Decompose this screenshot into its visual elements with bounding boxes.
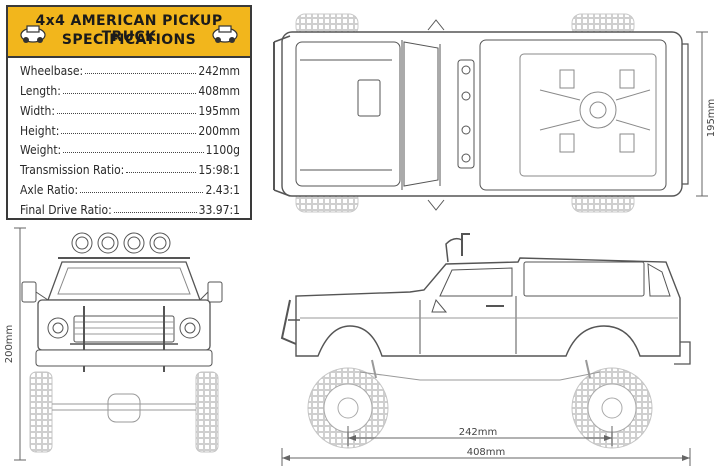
chassis-detail (539, 69, 651, 153)
spec-label: Length: (20, 83, 61, 98)
spec-rows: Wheelbase: 242mm Length: 408mm Width: 19… (8, 58, 250, 217)
spec-value: 200mm (198, 123, 240, 138)
leader-dots (61, 132, 197, 134)
truck-badge-icon (20, 25, 46, 43)
leader-dots (62, 92, 197, 94)
specifications-header: 4x4 AMERICAN PICKUP TRUCK SPECIFICATIONS (8, 7, 250, 58)
specifications-panel: 4x4 AMERICAN PICKUP TRUCK SPECIFICATIONS… (6, 5, 252, 220)
spec-row-height: Height: 200mm (8, 118, 250, 138)
front-height-dimension: 200mm (4, 325, 15, 364)
leader-dots (80, 192, 204, 194)
spec-value: 408mm (198, 83, 240, 98)
spec-row-transmission-ratio: Transmission Ratio: 15:98:1 (8, 157, 250, 177)
spec-row-width: Width: 195mm (8, 98, 250, 118)
spec-row-axle-ratio: Axle Ratio: 2.43:1 (8, 177, 250, 197)
leader-dots (63, 152, 204, 154)
spec-value: 2.43:1 (205, 183, 240, 198)
spec-label: Weight: (20, 143, 62, 158)
spec-label: Height: (20, 123, 60, 138)
leader-dots (56, 112, 197, 114)
side-view-wheels (307, 367, 653, 449)
top-width-dimension: 195mm (706, 99, 717, 138)
spec-title-line2: SPECIFICATIONS (61, 32, 197, 48)
truck-badge-icon (212, 25, 238, 43)
front-view-tyres (29, 371, 219, 453)
roof-light-pods (461, 65, 471, 163)
spec-label: Wheelbase: (20, 63, 84, 78)
spec-row-final-drive-ratio: Final Drive Ratio: 33.97:1 (8, 197, 250, 217)
spec-value: 1100g (205, 143, 240, 158)
side-wheelbase-dimension: 242mm (459, 427, 498, 438)
spec-row-weight: Weight: 1100g (8, 138, 250, 158)
leader-dots (126, 172, 197, 174)
spec-value: 33.97:1 (198, 203, 240, 218)
spec-value: 242mm (198, 63, 240, 78)
front-view-drawing (14, 227, 223, 461)
spec-row-length: Length: 408mm (8, 78, 250, 98)
spec-label: Transmission Ratio: (20, 163, 125, 178)
spec-label: Width: (20, 103, 55, 118)
side-view-drawing (280, 233, 691, 466)
side-length-dimension: 408mm (467, 447, 506, 458)
spec-value: 195mm (198, 103, 240, 118)
spec-value: 15:98:1 (198, 163, 240, 178)
top-view-drawing (273, 13, 708, 213)
spec-row-wheelbase: Wheelbase: 242mm (8, 58, 250, 78)
roof-lights (71, 232, 171, 254)
spec-label: Axle Ratio: (20, 183, 79, 198)
leader-dots (85, 72, 197, 74)
spec-label: Final Drive Ratio: (20, 203, 112, 218)
leader-dots (113, 212, 197, 214)
spec-title-line1: 4x4 AMERICAN PICKUP TRUCK (35, 13, 223, 45)
